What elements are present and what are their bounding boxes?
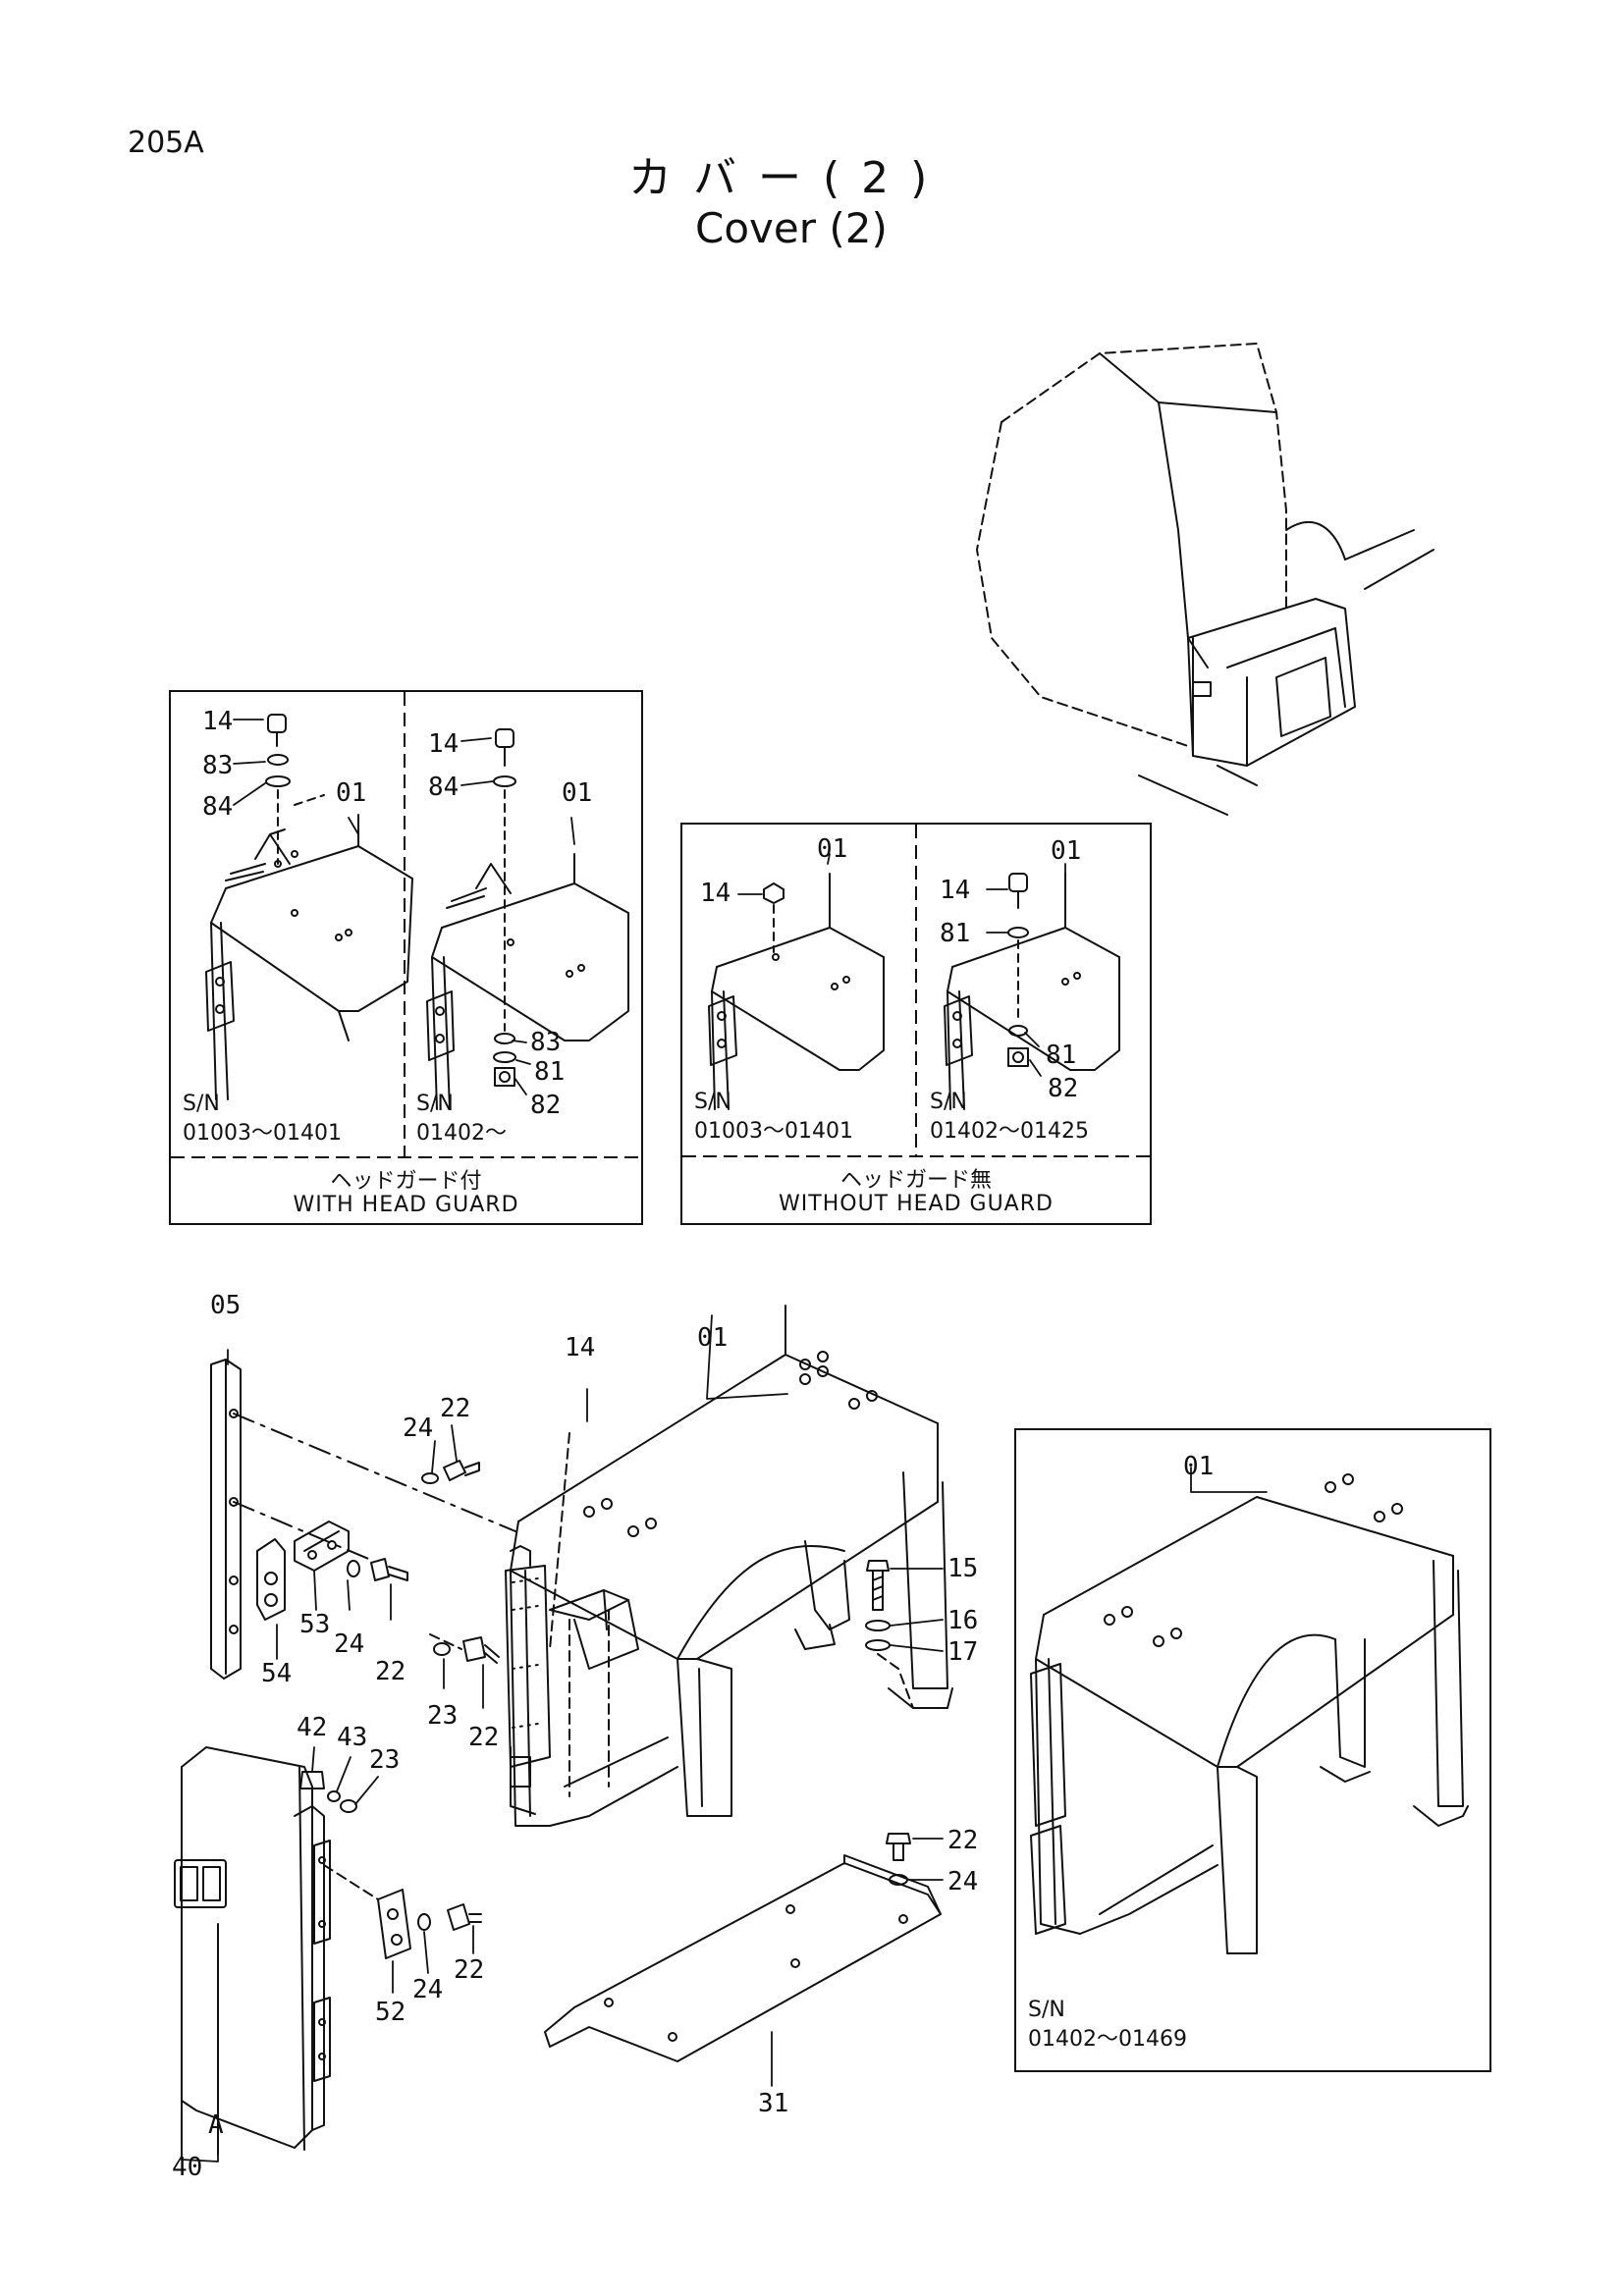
callout-14: 14 [565, 1333, 596, 1362]
inset-with-head-guard: 14 83 84 01 S/N 01003～01401 14 84 01 83 … [169, 690, 643, 1225]
inset-with-guard-right-drawing [426, 728, 629, 1110]
seat-stand-frame-drawing [510, 1305, 953, 1827]
callout-84: 84 [202, 792, 234, 822]
callout-01: 01 [697, 1323, 729, 1353]
callout-22: 22 [468, 1723, 500, 1752]
inset-without-guard-right-drawing [944, 873, 1120, 1110]
callout-16: 16 [947, 1606, 979, 1635]
machine-overview-drawing [976, 343, 1434, 816]
variant-frame-drawing [1030, 1473, 1469, 1954]
bracket-strip-drawing [210, 1359, 516, 1680]
inset-with-guard-dividers [171, 692, 641, 1158]
callout-24: 24 [412, 1975, 444, 2004]
callout-01: 01 [562, 778, 593, 808]
caption-english: WITHOUT HEAD GUARD [779, 1192, 1054, 1216]
callout-22: 22 [454, 1955, 485, 1985]
callout-17: 17 [947, 1637, 979, 1667]
leader-lines [181, 719, 1268, 2163]
inset-without-guard-left-drawing [708, 873, 885, 1110]
bolts-washers-drawing [299, 1460, 914, 1959]
inset-without-guard-dividers [682, 825, 1150, 1157]
callout-52: 52 [375, 1998, 406, 2027]
callout-22: 22 [947, 1826, 979, 1855]
callout-14: 14 [202, 707, 234, 736]
callout-83: 83 [530, 1028, 562, 1057]
caption-japanese: ヘッドガード無 [839, 1168, 992, 1193]
callout-54: 54 [261, 1659, 293, 1688]
callout-22: 22 [440, 1394, 471, 1423]
callout-82: 82 [530, 1091, 562, 1120]
title-english: Cover (2) [695, 204, 888, 252]
callout-01: 01 [817, 834, 848, 864]
callout-22: 22 [375, 1657, 406, 1686]
seal-strip-drawing [505, 1545, 551, 1815]
title-japanese: カバー(2) [628, 153, 949, 203]
sn-label-left: S/N 01003～01401 [694, 1090, 853, 1144]
callout-14: 14 [700, 879, 731, 908]
caption-english: WITH HEAD GUARD [293, 1193, 519, 1217]
side-door-drawing [174, 1746, 331, 2161]
callout-01: 01 [1183, 1452, 1215, 1481]
callout-53: 53 [299, 1610, 331, 1639]
callout-81: 81 [1046, 1041, 1077, 1070]
sn-label-left: S/N 01003～01401 [183, 1092, 342, 1146]
callout-15: 15 [947, 1554, 979, 1583]
callout-83: 83 [202, 751, 234, 780]
callout-31: 31 [758, 2089, 789, 2118]
caption-japanese: ヘッドガード付 [330, 1169, 482, 1194]
hinge-parts-drawing [256, 1521, 350, 1621]
sn-label-right: S/N 01402～01425 [930, 1090, 1089, 1144]
callout-81: 81 [940, 919, 971, 948]
callout-14: 14 [940, 876, 971, 905]
callout-43: 43 [337, 1723, 368, 1752]
callout-42: 42 [297, 1713, 328, 1742]
callout-14: 14 [428, 729, 460, 759]
callout-01: 01 [336, 778, 367, 808]
callout-24: 24 [947, 1867, 979, 1896]
floor-plate-drawing [544, 1854, 942, 2062]
callout-24: 24 [403, 1414, 434, 1443]
callout-24: 24 [334, 1629, 365, 1659]
inset-without-head-guard: 01 14 S/N 01003～01401 01 14 81 81 82 S/N… [680, 823, 1152, 1225]
callout-81: 81 [534, 1057, 566, 1087]
callout-23: 23 [427, 1701, 459, 1731]
callout-82: 82 [1048, 1074, 1079, 1103]
callout-84: 84 [428, 773, 460, 802]
page-number: 205A [128, 126, 204, 160]
inset-with-guard-left-drawing [205, 714, 413, 1100]
callout-A: A [208, 2110, 224, 2140]
callout-05: 05 [210, 1291, 242, 1320]
inset-variant-frame: 01 S/N 01402～01469 [1014, 1428, 1491, 2072]
callout-01: 01 [1051, 836, 1082, 866]
sn-label: S/N 01402～01469 [1028, 1998, 1187, 2052]
callout-40: 40 [172, 2153, 203, 2182]
sn-label-right: S/N 01402～ [416, 1092, 507, 1146]
callout-23: 23 [369, 1745, 401, 1775]
